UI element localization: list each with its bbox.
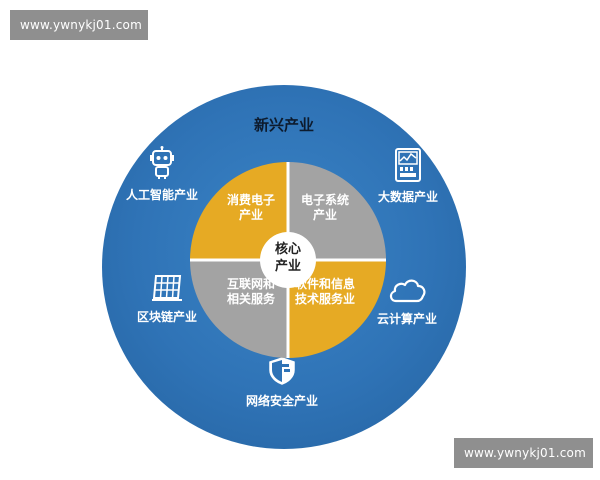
quadrant-top-right-line1: 电子系统 bbox=[300, 193, 349, 207]
industry-big-data-label: 大数据产业 bbox=[377, 190, 438, 204]
industry-cloud: 云计算产业 bbox=[364, 276, 450, 327]
quadrant-bottom-right-label: 软件和信息 技术服务业 bbox=[286, 277, 364, 307]
core-label-line2: 产业 bbox=[274, 259, 301, 274]
quadrant-top-right-label: 电子系统 产业 bbox=[286, 193, 364, 223]
industry-ai: 人工智能产业 bbox=[116, 146, 208, 203]
robot-icon bbox=[116, 146, 208, 183]
industry-cloud-label: 云计算产业 bbox=[376, 312, 437, 326]
quadrant-bottom-left-line2: 相关服务 bbox=[226, 292, 275, 306]
shield-icon bbox=[234, 356, 330, 389]
industry-big-data: 大数据产业 bbox=[362, 148, 454, 205]
quadrant-top-right-line2: 产业 bbox=[312, 208, 337, 222]
industry-blockchain-label: 区块链产业 bbox=[136, 310, 197, 324]
cloud-icon bbox=[364, 276, 450, 307]
quadrant-top-right bbox=[288, 162, 386, 260]
dashboard-monitor-icon bbox=[362, 148, 454, 185]
industry-security-label: 网络安全产业 bbox=[245, 394, 318, 408]
quadrant-bottom-right-line1: 软件和信息 bbox=[294, 277, 355, 291]
core-label: 核心 产业 bbox=[260, 241, 316, 275]
industry-security: 网络安全产业 bbox=[234, 356, 330, 409]
quadrant-bottom-left-line1: 互联网和 bbox=[226, 277, 275, 291]
quadrant-bottom-right bbox=[288, 260, 386, 358]
quadrant-bottom-left bbox=[190, 260, 288, 358]
core-circle bbox=[260, 232, 316, 288]
diagram-title: 新兴产业 bbox=[253, 116, 314, 134]
quadrant-top-left-label: 消费电子 产业 bbox=[212, 193, 290, 223]
core-label-line1: 核心 bbox=[274, 242, 301, 257]
grid-blocks-icon bbox=[124, 274, 210, 305]
industry-blockchain: 区块链产业 bbox=[124, 274, 210, 325]
watermark-bottom: www.ywnykj01.com bbox=[454, 438, 593, 468]
watermark-top: www.ywnykj01.com bbox=[10, 10, 148, 40]
quadrant-top-left-line2: 产业 bbox=[238, 208, 263, 222]
quadrant-top-left-line1: 消费电子 bbox=[226, 193, 275, 207]
quadrant-bottom-left-label: 互联网和 相关服务 bbox=[212, 277, 290, 307]
industry-ai-label: 人工智能产业 bbox=[125, 188, 198, 202]
quadrant-top-left bbox=[190, 162, 288, 260]
quadrant-bottom-right-line2: 技术服务业 bbox=[294, 292, 355, 306]
